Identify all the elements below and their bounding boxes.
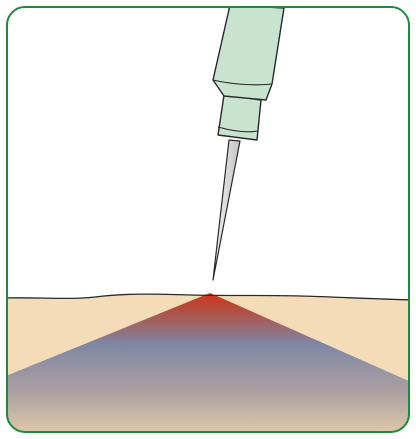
needle-hub-collar [218,95,261,140]
